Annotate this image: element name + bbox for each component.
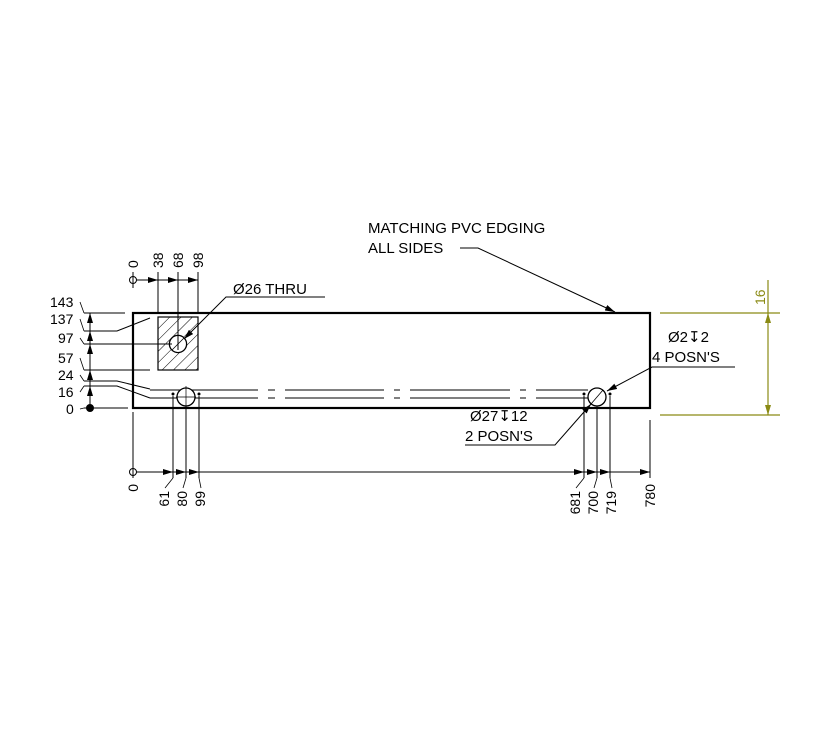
bottom-dim-label: 0 <box>125 484 141 492</box>
small-hole-note: Ø2↧2 <box>668 329 709 346</box>
side-dimension <box>660 280 780 416</box>
bottom-dim-label: 80 <box>174 491 190 507</box>
bottom-dim-label: 99 <box>192 491 208 507</box>
small-hole <box>608 392 612 396</box>
top-dim-label: 98 <box>190 252 206 268</box>
left-dim-label: 143 <box>50 294 74 310</box>
large-hole-note: Ø27↧12 <box>470 408 528 425</box>
bottom-dim-label: 780 <box>642 484 658 508</box>
groove-lines <box>150 389 588 399</box>
large-hole-note: 2 POSN'S <box>465 428 533 445</box>
edging-note: MATCHING PVC EDGING <box>368 220 545 237</box>
bottom-dim-label: 700 <box>585 491 601 515</box>
left-dim-label: 137 <box>50 311 74 327</box>
side-dim-label: 16 <box>752 289 768 305</box>
small-hole <box>197 392 201 396</box>
left-dim-label: 57 <box>58 350 74 366</box>
left-dim-leaders <box>79 301 85 410</box>
top-dim-label: 68 <box>170 252 186 268</box>
bottom-dimension <box>129 396 651 478</box>
bottom-dim-label: 681 <box>567 491 583 515</box>
panel-outline <box>131 311 652 410</box>
top-dim-label: 38 <box>150 252 166 268</box>
bottom-dim-label: 61 <box>156 491 172 507</box>
small-hole <box>582 392 586 396</box>
edging-note: ALL SIDES <box>368 240 443 257</box>
thru-hole-note: Ø26 THRU <box>233 281 307 298</box>
left-dimension <box>84 312 172 412</box>
top-dim-label: 0 <box>125 260 141 268</box>
small-hole <box>171 392 175 396</box>
bottom-dim-label: 719 <box>603 491 619 515</box>
top-dimension <box>129 272 199 350</box>
left-dim-label: 97 <box>58 330 74 346</box>
bottom-dim-leaders <box>164 477 613 489</box>
left-dim-label: 16 <box>58 384 74 400</box>
small-hole-note: 4 POSN'S <box>652 349 720 366</box>
left-dim-label: 24 <box>58 367 74 383</box>
left-dim-label: 0 <box>66 401 74 417</box>
